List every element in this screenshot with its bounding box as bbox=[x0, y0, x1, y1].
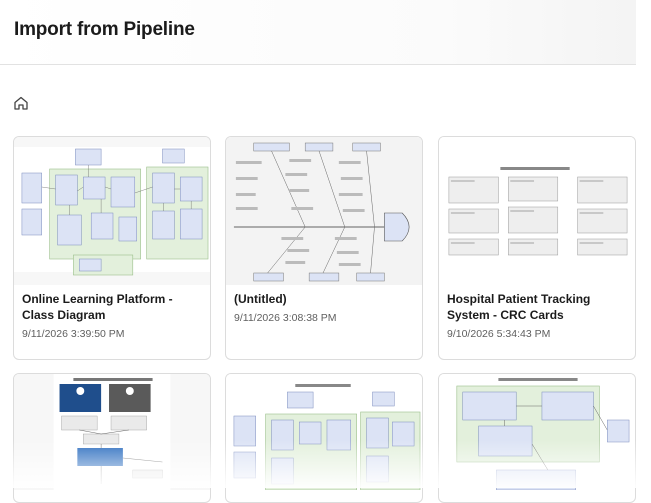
pipeline-card[interactable] bbox=[438, 373, 636, 503]
home-icon bbox=[14, 96, 28, 110]
card-date: 9/10/2026 5:34:43 PM bbox=[447, 328, 551, 340]
card-thumbnail bbox=[226, 374, 422, 490]
pipeline-card[interactable] bbox=[225, 373, 423, 503]
dialog-header: Import from Pipeline bbox=[0, 0, 636, 65]
page-title: Import from Pipeline bbox=[14, 19, 195, 40]
pipeline-card[interactable]: Hospital Patient Tracking System - CRC C… bbox=[438, 136, 636, 360]
card-title: Online Learning Platform - Class Diagram bbox=[22, 292, 173, 322]
card-thumbnail bbox=[14, 137, 210, 285]
pipeline-card[interactable]: (Untitled) 9/11/2026 3:08:38 PM bbox=[225, 136, 423, 360]
pipeline-card[interactable] bbox=[13, 373, 211, 503]
card-date: 9/11/2026 3:39:50 PM bbox=[22, 328, 125, 340]
card-thumbnail bbox=[439, 137, 635, 285]
card-date: 9/11/2026 3:08:38 PM bbox=[234, 312, 337, 324]
card-title: Hospital Patient Tracking System - CRC C… bbox=[447, 292, 591, 322]
pipeline-card[interactable]: Online Learning Platform - Class Diagram… bbox=[13, 136, 211, 360]
card-thumbnail bbox=[226, 137, 422, 285]
home-button[interactable] bbox=[12, 94, 30, 112]
card-thumbnail bbox=[14, 374, 210, 490]
pipeline-grid: Online Learning Platform - Class Diagram… bbox=[13, 136, 651, 503]
card-title: (Untitled) bbox=[234, 292, 287, 306]
card-thumbnail bbox=[439, 374, 635, 490]
